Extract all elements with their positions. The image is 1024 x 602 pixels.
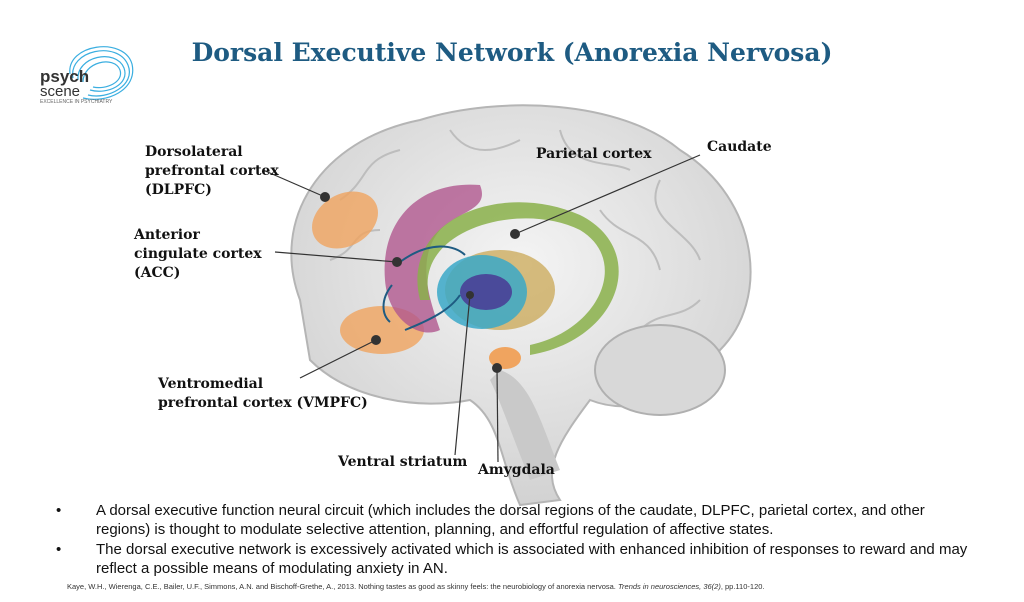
citation: Kaye, W.H., Wierenga, C.E., Bailer, U.F.… [67, 582, 765, 591]
citation-pages: , pp.110-120. [720, 582, 765, 591]
psychscene-logo: psych scene EXCELLENCE IN PSYCHIATRY [28, 40, 138, 110]
label-line: (ACC) [134, 265, 181, 281]
label-acc: Anterior cingulate cortex (ACC) [134, 226, 262, 283]
logo-swirl-icon [69, 46, 134, 100]
logo-word-scene: scene [40, 83, 81, 100]
bullet-item: A dorsal executive function neural circu… [56, 501, 976, 539]
circuit-arrows [382, 245, 466, 331]
label-parietal-cortex: Parietal cortex [536, 146, 652, 162]
label-line: (DLPFC) [145, 182, 212, 198]
label-dlpfc: Dorsolateral prefrontal cortex (DLPFC) [145, 143, 279, 200]
leader-lines [262, 154, 701, 463]
label-line: prefrontal cortex (VMPFC) [158, 395, 368, 411]
logo-tagline: EXCELLENCE IN PSYCHIATRY [40, 99, 113, 105]
dlpfc-region [312, 191, 378, 249]
label-line: cingulate cortex [134, 246, 262, 262]
label-line: prefrontal cortex [145, 163, 279, 179]
label-line: Ventromedial [158, 376, 264, 392]
bullet-item: The dorsal executive network is excessiv… [56, 540, 976, 578]
brainstem [490, 370, 560, 480]
label-vmpfc: Ventromedial prefrontal cortex (VMPFC) [158, 375, 368, 413]
bullet-list: A dorsal executive function neural circu… [56, 501, 976, 579]
cerebellum [594, 324, 726, 416]
nucleus-region [460, 274, 512, 310]
logo-word-psych: psych [40, 67, 90, 86]
citation-journal: Trends in neurosciences, 36(2) [618, 582, 721, 591]
label-amygdala: Amygdala [478, 462, 555, 478]
citation-text: Kaye, W.H., Wierenga, C.E., Bailer, U.F.… [67, 582, 616, 591]
acc-region [384, 184, 482, 333]
label-ventral-striatum: Ventral striatum [338, 454, 468, 470]
page-title: Dorsal Executive Network (Anorexia Nervo… [191, 38, 833, 67]
label-line: Anterior [134, 227, 200, 243]
label-line: Dorsolateral [145, 144, 243, 160]
marker-dots [320, 192, 520, 373]
label-caudate: Caudate [707, 139, 772, 155]
